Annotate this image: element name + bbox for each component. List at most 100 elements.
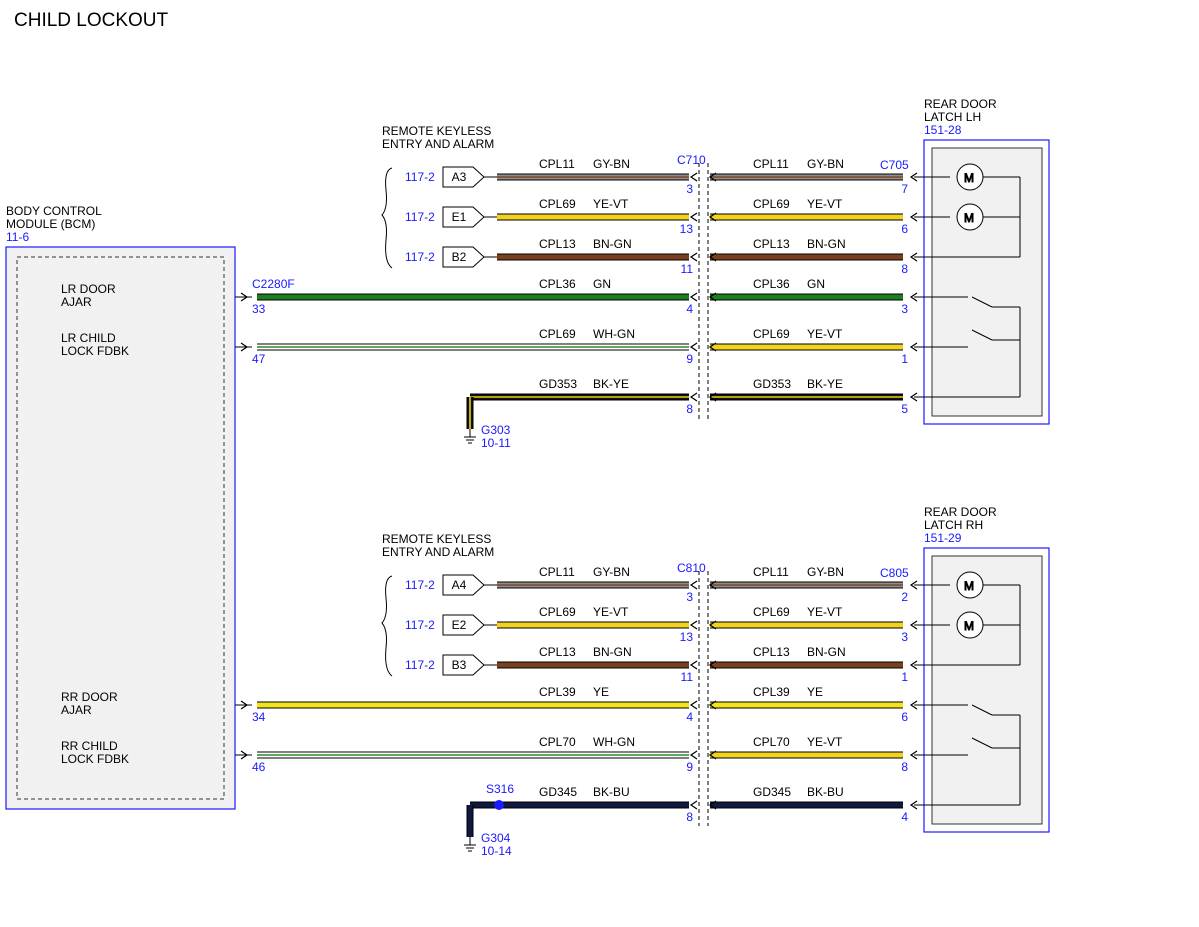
wire-circuit-label: CPL69 [539, 197, 576, 211]
connector-pin-number: 1 [901, 352, 908, 366]
connector-arrow [708, 252, 717, 262]
bcm-pin-label: RR DOOR [61, 690, 118, 704]
wire-color-label: YE [593, 685, 609, 699]
bcm-name-line2: MODULE (BCM) [6, 217, 95, 231]
wire-circuit-label: CPL39 [753, 685, 790, 699]
connector-pin-number: 8 [686, 810, 693, 824]
connector-pin-number: 8 [901, 262, 908, 276]
rke-lh-label: REMOTE KEYLESS [382, 124, 491, 138]
connector-pin-number: 8 [686, 402, 693, 416]
wire-circuit-label: CPL69 [753, 197, 790, 211]
wire-circuit-label: GD353 [753, 377, 791, 391]
wire-color-label: BK-BU [593, 785, 630, 799]
connector-arrow [689, 620, 698, 630]
wire-circuit-label: CPL70 [753, 735, 790, 749]
wire-color-label: YE-VT [807, 197, 843, 211]
connector-arrow [689, 392, 698, 402]
splice-dot [494, 800, 504, 810]
motor-label: M [964, 579, 974, 593]
connector-pin-number: 11 [681, 670, 694, 684]
connector-arrow [240, 750, 249, 760]
wire-circuit-label: CPL69 [753, 327, 790, 341]
connector-arrow [909, 252, 918, 262]
wire-circuit-label: GD345 [539, 785, 577, 799]
connector-arrow [708, 342, 717, 352]
rke-pin-box [442, 206, 485, 228]
wire-circuit-label: CPL11 [539, 565, 575, 579]
wire-color-label: BN-GN [807, 237, 846, 251]
connector-arrow [708, 800, 717, 810]
connector-arrow [708, 700, 717, 710]
connector-pin-number: 4 [901, 810, 908, 824]
connector-arrow [708, 212, 717, 222]
connector-pin-number: 4 [686, 710, 693, 724]
connector-arrow [689, 700, 698, 710]
bcm-pin-label: AJAR [61, 295, 92, 309]
connector-pin-number: 6 [901, 222, 908, 236]
ground-label: G304 [481, 831, 511, 845]
latch-lh-inner [931, 147, 1043, 417]
connector-arrow [708, 580, 717, 590]
wire-color-label: WH-GN [593, 327, 635, 341]
rke-pin-label: E1 [452, 210, 467, 224]
connector-pin-number: 5 [901, 402, 908, 416]
rke-lh-label: ENTRY AND ALARM [382, 137, 494, 151]
rke-ref-label: 117-2 [405, 210, 435, 224]
wire-color-label: BK-YE [593, 377, 629, 391]
bcm-pin-label: LOCK FDBK [61, 344, 129, 358]
rke-pin-label: B3 [452, 658, 467, 672]
splice-label: S316 [486, 782, 514, 796]
rke-ref-label: 117-2 [405, 170, 435, 184]
latch-connector-lh-label: C705 [880, 158, 909, 172]
bcm-pin-number: 47 [252, 352, 266, 366]
page-title: CHILD LOCKOUT [14, 10, 169, 31]
connector-pin-number: 13 [680, 222, 694, 236]
bcm-pin-number: 46 [252, 760, 266, 774]
connector-pin-number: 1 [901, 670, 908, 684]
connector-arrow [708, 172, 717, 182]
latch-lh-label: REAR DOOR [924, 97, 997, 111]
rke-rh-brace [381, 575, 393, 677]
wire-circuit-label: CPL69 [753, 605, 790, 619]
connector-arrow [909, 620, 918, 630]
rke-ref-label: 117-2 [405, 618, 435, 632]
connector-pin-number: 4 [686, 302, 693, 316]
latch-rh-internals: M M [914, 571, 1021, 806]
wire-color-label: YE-VT [807, 327, 843, 341]
bcm-pin-label: LOCK FDBK [61, 752, 129, 766]
connector-arrow [689, 750, 698, 760]
connector-arrow [689, 580, 698, 590]
connector-arrow [909, 800, 918, 810]
rke-rh-label: ENTRY AND ALARM [382, 545, 494, 559]
connector-pin-number: 6 [901, 710, 908, 724]
wire-circuit-label: CPL13 [753, 237, 790, 251]
wire-circuit-label: CPL13 [539, 237, 576, 251]
bcm-inner-box [16, 256, 225, 800]
connector-arrow [909, 342, 918, 352]
connector-arrow [909, 172, 918, 182]
rke-pin-box [442, 166, 485, 188]
connector-pin-number: 9 [686, 352, 693, 366]
latch-lh-internals: M M [914, 163, 1021, 398]
connector-arrow [909, 212, 918, 222]
bcm-pin-label: AJAR [61, 703, 92, 717]
latch-rh: REAR DOOR LATCH RH 151-29 [923, 505, 1050, 833]
wire-circuit-label: CPL69 [539, 605, 576, 619]
bcm-module: BODY CONTROL MODULE (BCM) 11-6 LR DOOR A… [5, 204, 295, 810]
connector-arrow [689, 292, 698, 302]
connector-arrow [909, 392, 918, 402]
wire-color-label: BN-GN [593, 237, 632, 251]
connector-arrow [240, 292, 249, 302]
connector-pin-number: 3 [686, 182, 693, 196]
wire-circuit-label: CPL11 [753, 157, 789, 171]
connector-arrow [909, 292, 918, 302]
wire-color-label: YE-VT [807, 735, 843, 749]
ground-ref-label: 10-11 [481, 436, 511, 450]
wire-circuit-label: CPL36 [539, 277, 576, 291]
rke-rh-label: REMOTE KEYLESS [382, 532, 491, 546]
connector-arrow [689, 172, 698, 182]
bcm-connector-label: C2280F [252, 277, 295, 291]
wire-color-label: WH-GN [593, 735, 635, 749]
rke-pin-box [442, 574, 485, 596]
